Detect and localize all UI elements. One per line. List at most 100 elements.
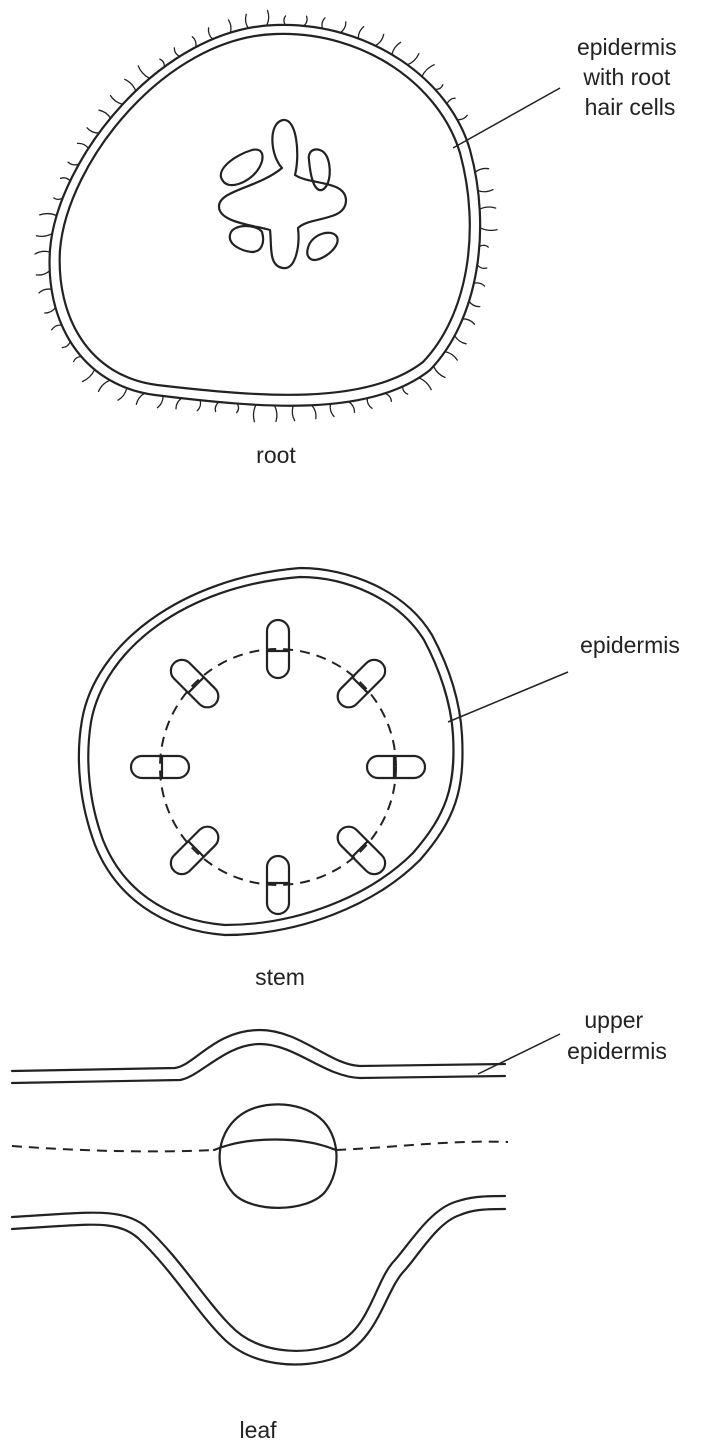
root-hair [348,401,356,414]
root-hair [175,397,183,410]
stem-vascular-bundles [129,618,427,916]
root-hair [478,244,489,248]
root-hair [38,288,53,294]
root-hair [366,397,373,409]
leaf-caption: leaf [239,1417,277,1443]
root-epidermis-inner [58,32,471,396]
bundle-outline [265,618,291,680]
root-hair [35,232,53,238]
root-hair [401,385,409,395]
root-hair [214,401,220,413]
bundle-outline [365,754,427,780]
leaf-lower-epidermis-outer [10,1194,507,1352]
leaf-mesophyll-boundary-left [11,1145,215,1153]
leaf-bundle-divider [212,1138,338,1152]
root-hair [236,402,240,414]
root-hair [244,13,249,29]
root-hair [461,318,476,325]
bundle-divider [187,840,205,858]
root-hair [454,335,467,345]
root-hair [473,282,486,287]
root-hair [86,127,100,134]
root-hair [432,365,446,379]
root-hair [474,167,490,173]
root-hair [39,212,58,217]
root-hair [156,395,164,409]
root-hair [418,377,432,391]
root-hair [446,97,456,105]
root-hair [339,21,347,34]
root-hair-cells [34,9,498,423]
root-hair [191,36,197,48]
root-hair [303,15,308,27]
root-hair [273,404,278,423]
stem-vascular-bundle [265,854,291,916]
root-hair [456,114,468,121]
stem-caption: stem [255,964,305,990]
stem-vascular-bundle [365,754,427,780]
root-hair [117,387,128,401]
stem-cambium-ring [159,648,397,886]
root-hair [266,9,270,27]
root-hair [321,17,326,30]
root-hair [252,404,257,423]
root-hair [479,206,497,210]
root-hair [374,33,385,47]
root-hair [476,264,488,270]
root-epidermis-pointer [452,87,561,149]
root-hair [357,25,365,40]
bundle-outline [169,658,220,709]
leaf-mesophyll-boundary-right [335,1140,509,1151]
root-hair [421,64,435,78]
leaf-epidermis-pointer [477,1033,561,1075]
root-hair [173,47,181,58]
root-phloem-top-left [219,148,264,187]
root-hair [76,142,90,149]
bundle-divider [351,676,369,694]
root-phloem-bottom-right [306,231,339,262]
leaf-upper-epidermis-outer [10,1028,507,1073]
root-hair [468,300,481,308]
root-hair [391,41,402,56]
root-hair [81,368,96,383]
root-hair [384,392,393,402]
root-hair [479,227,498,232]
bundle-outline [129,754,191,780]
bundle-outline [336,658,387,709]
root-epidermis-label: epidermis with root hair cells [577,34,683,120]
stem-vascular-bundle [265,618,291,680]
stem-epidermis-inner [87,575,455,927]
bundle-outline [265,854,291,916]
stem-epidermis-label: epidermis [580,632,680,658]
root-hair [51,324,63,331]
stem-epidermis-pointer [447,671,569,723]
root-xylem-cross [217,118,348,270]
root-hair [311,404,317,420]
root-hair [73,355,82,363]
stem-vascular-bundle [169,825,220,876]
stem-vascular-bundle [169,658,220,709]
root-hair [406,52,420,66]
root-hair [34,250,51,255]
root-hair [124,78,137,92]
root-hair [477,188,494,193]
stem-epidermis-outer [77,566,464,937]
stem-cross-section: epidermis stem [77,566,680,990]
root-hair [159,58,165,68]
root-hair [97,379,111,393]
root-hair [283,15,287,26]
root-hair [434,84,444,91]
leaf-upper-epidermis-inner [10,1042,507,1085]
root-hair [61,340,71,349]
root-hair [207,27,214,40]
root-hair [135,392,146,406]
root-caption: root [256,442,296,468]
root-hair [196,399,202,412]
root-hair [67,161,80,166]
bundle-outline [336,825,387,876]
stem-vascular-bundle [336,658,387,709]
root-hair [44,306,57,314]
root-hair [98,109,112,119]
root-cross-section: epidermis with root hair cells root [34,9,683,468]
